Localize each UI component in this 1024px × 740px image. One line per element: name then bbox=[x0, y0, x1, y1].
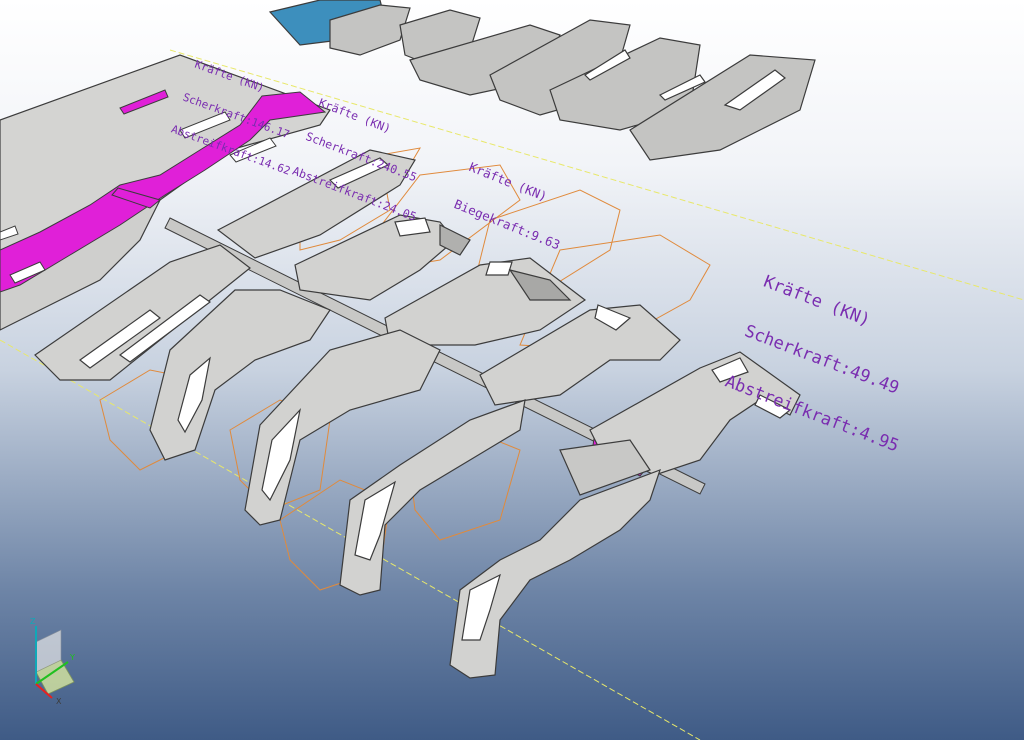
blank-sheet bbox=[0, 54, 331, 331]
coordinate-triad-icon: Z Y X bbox=[30, 617, 75, 706]
part-front-4 bbox=[339, 399, 526, 596]
x-axis-label: X bbox=[56, 697, 62, 706]
front-row-parts bbox=[34, 244, 661, 679]
part-front-3 bbox=[244, 329, 441, 526]
annotation-line: Biegekraft:9.63 bbox=[452, 195, 563, 253]
part-back-2 bbox=[294, 214, 471, 301]
far-row-parts bbox=[268, 0, 816, 161]
part-back-4 bbox=[479, 304, 681, 406]
part-back-3 bbox=[384, 257, 587, 346]
construction-lines bbox=[0, 49, 1024, 740]
part-front-1 bbox=[34, 244, 251, 381]
part-front-2 bbox=[149, 289, 331, 461]
part-back-1 bbox=[216, 149, 416, 259]
part-front-5 bbox=[449, 439, 661, 679]
y-axis-label: Y bbox=[69, 653, 75, 662]
back-row-parts bbox=[216, 149, 801, 476]
z-axis-label: Z bbox=[30, 617, 36, 626]
